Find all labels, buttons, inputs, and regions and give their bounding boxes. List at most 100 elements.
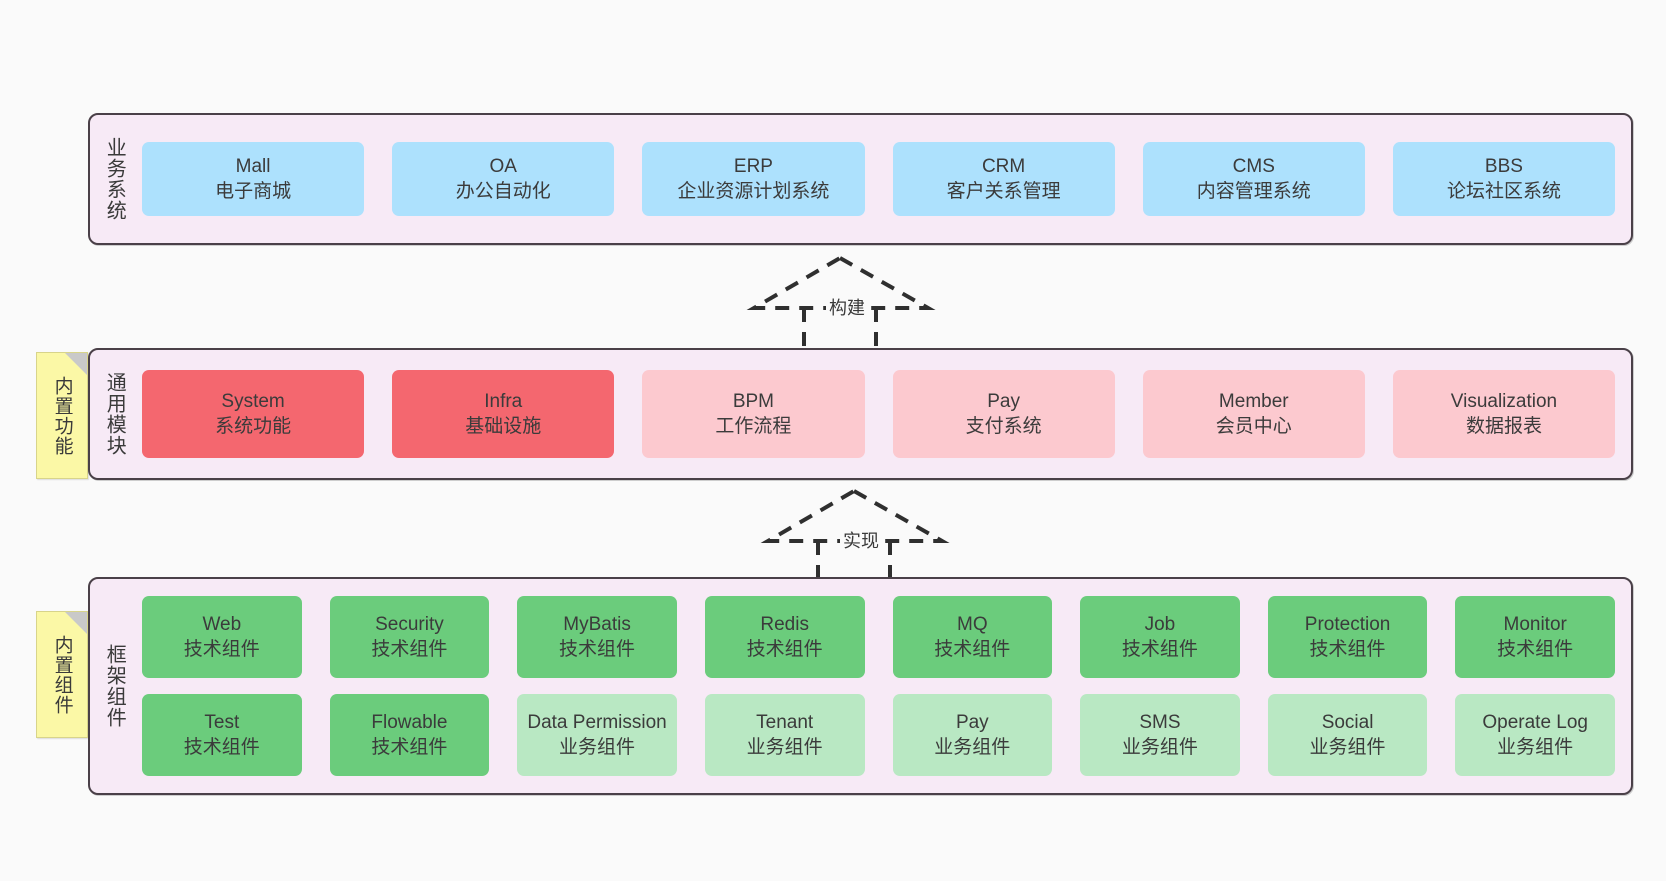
card-bpm[interactable]: BPM 工作流程 [642, 370, 865, 458]
card-title: MQ [957, 613, 988, 635]
card-data-permission[interactable]: Data Permission 业务组件 [517, 694, 677, 776]
layer-business-system: 业务系统 Mall 电子商城 OA 办公自动化 ERP 企业资源计划系统 CRM… [88, 113, 1633, 245]
card-subtitle: 技术组件 [371, 737, 448, 758]
card-tenant[interactable]: Tenant 业务组件 [704, 694, 865, 776]
card-title: Social [1321, 711, 1374, 733]
card-bbs[interactable]: BBS 论坛社区系统 [1392, 142, 1616, 216]
card-subtitle: 工作流程 [715, 416, 792, 437]
card-subtitle: 技术组件 [1309, 639, 1386, 660]
card-mall[interactable]: Mall 电子商城 [142, 142, 365, 216]
layer-body-business-system: Mall 电子商城 OA 办公自动化 ERP 企业资源计划系统 CRM 客户关系… [138, 115, 1631, 243]
card-title: Web [202, 613, 242, 635]
card-subtitle: 业务组件 [1121, 737, 1198, 758]
card-subtitle: 技术组件 [183, 639, 260, 660]
card-cms[interactable]: CMS 内容管理系统 [1142, 142, 1365, 216]
card-title: Monitor [1503, 613, 1567, 635]
card-subtitle: 业务组件 [934, 737, 1011, 758]
card-title: Test [204, 711, 240, 733]
layer-body-common-module: System 系统功能 Infra 基础设施 BPM 工作流程 Pay 支付系统… [138, 350, 1631, 478]
card-row: Test 技术组件 Flowable 技术组件 Data Permission … [142, 694, 1615, 776]
layer-framework-component: 框架组件 Web 技术组件 Security 技术组件 MyBatis 技术组件… [88, 577, 1633, 795]
note-label: 内置组件 [51, 634, 73, 715]
card-title: Operate Log [1482, 711, 1588, 733]
connector-label-build: 构建 [826, 294, 868, 320]
card-row: Web 技术组件 Security 技术组件 MyBatis 技术组件 Redi… [142, 596, 1615, 678]
note-builtin-function: 内置功能 [36, 352, 88, 479]
card-title: Redis [760, 613, 809, 635]
card-title: BPM [732, 390, 775, 412]
layer-title-common-module: 通用模块 [103, 372, 126, 456]
card-redis[interactable]: Redis 技术组件 [704, 596, 865, 678]
card-title: OA [489, 155, 517, 177]
card-subtitle: 技术组件 [934, 639, 1011, 660]
card-mq[interactable]: MQ 技术组件 [892, 596, 1053, 678]
card-pay-business[interactable]: Pay 业务组件 [892, 694, 1053, 776]
card-infra[interactable]: Infra 基础设施 [392, 370, 615, 458]
card-subtitle: 技术组件 [559, 639, 636, 660]
card-job[interactable]: Job 技术组件 [1080, 596, 1240, 678]
card-row: Mall 电子商城 OA 办公自动化 ERP 企业资源计划系统 CRM 客户关系… [142, 142, 1616, 216]
card-subtitle: 技术组件 [1121, 639, 1198, 660]
card-title: Mall [235, 155, 271, 177]
card-title: Tenant [756, 711, 814, 733]
card-subtitle: 技术组件 [183, 737, 260, 758]
card-oa[interactable]: OA 办公自动化 [392, 142, 615, 216]
note-label: 内置功能 [51, 375, 73, 456]
note-fold-icon [65, 353, 87, 375]
card-web[interactable]: Web 技术组件 [142, 596, 302, 678]
card-title: Member [1218, 390, 1289, 412]
card-security[interactable]: Security 技术组件 [329, 596, 490, 678]
card-subtitle: 基础设施 [465, 416, 542, 437]
note-fold-icon [65, 612, 87, 634]
card-title: ERP [733, 155, 773, 177]
card-row: System 系统功能 Infra 基础设施 BPM 工作流程 Pay 支付系统… [142, 370, 1616, 458]
card-title: Infra [484, 390, 523, 412]
card-protection[interactable]: Protection 技术组件 [1267, 596, 1428, 678]
card-subtitle: 业务组件 [559, 737, 636, 758]
card-subtitle: 数据报表 [1465, 416, 1542, 437]
card-subtitle: 技术组件 [746, 639, 823, 660]
card-title: Flowable [371, 711, 448, 733]
card-title: BBS [1484, 155, 1523, 177]
card-pay[interactable]: Pay 支付系统 [892, 370, 1115, 458]
card-subtitle: 支付系统 [965, 416, 1042, 437]
arrowhead-hollow-triangle-icon [746, 255, 936, 310]
card-title: Job [1144, 613, 1176, 635]
card-social[interactable]: Social 业务组件 [1267, 694, 1428, 776]
note-builtin-component: 内置组件 [36, 611, 88, 738]
card-erp[interactable]: ERP 企业资源计划系统 [642, 142, 865, 216]
card-subtitle: 会员中心 [1215, 416, 1292, 437]
card-subtitle: 系统功能 [215, 416, 292, 437]
card-crm[interactable]: CRM 客户关系管理 [892, 142, 1115, 216]
card-system[interactable]: System 系统功能 [142, 370, 365, 458]
card-title: Pay [955, 711, 989, 733]
card-subtitle: 技术组件 [1497, 639, 1574, 660]
layer-title-business-system: 业务系统 [103, 137, 126, 221]
card-subtitle: 业务组件 [746, 737, 823, 758]
connector-implement: 实现 [760, 488, 950, 589]
card-title: MyBatis [563, 613, 631, 635]
card-title: System [221, 390, 285, 412]
card-title: Protection [1304, 613, 1391, 635]
card-operate-log[interactable]: Operate Log 业务组件 [1455, 694, 1615, 776]
card-monitor[interactable]: Monitor 技术组件 [1455, 596, 1615, 678]
card-title: CMS [1232, 155, 1275, 177]
card-subtitle: 论坛社区系统 [1446, 181, 1561, 202]
card-sms[interactable]: SMS 业务组件 [1080, 694, 1240, 776]
card-flowable[interactable]: Flowable 技术组件 [329, 694, 490, 776]
card-subtitle: 办公自动化 [455, 181, 551, 202]
connector-build: 构建 [746, 255, 936, 356]
card-subtitle: 技术组件 [371, 639, 448, 660]
card-title: Pay [987, 390, 1020, 412]
arrowhead-hollow-triangle-icon [760, 488, 950, 543]
card-member[interactable]: Member 会员中心 [1142, 370, 1365, 458]
card-title: Security [375, 613, 444, 635]
card-subtitle: 内容管理系统 [1196, 181, 1311, 202]
card-test[interactable]: Test 技术组件 [142, 694, 302, 776]
card-subtitle: 业务组件 [1309, 737, 1386, 758]
card-subtitle: 企业资源计划系统 [677, 181, 830, 202]
card-subtitle: 业务组件 [1497, 737, 1574, 758]
card-visualization[interactable]: Visualization 数据报表 [1392, 370, 1616, 458]
card-mybatis[interactable]: MyBatis 技术组件 [517, 596, 677, 678]
card-subtitle: 客户关系管理 [946, 181, 1061, 202]
